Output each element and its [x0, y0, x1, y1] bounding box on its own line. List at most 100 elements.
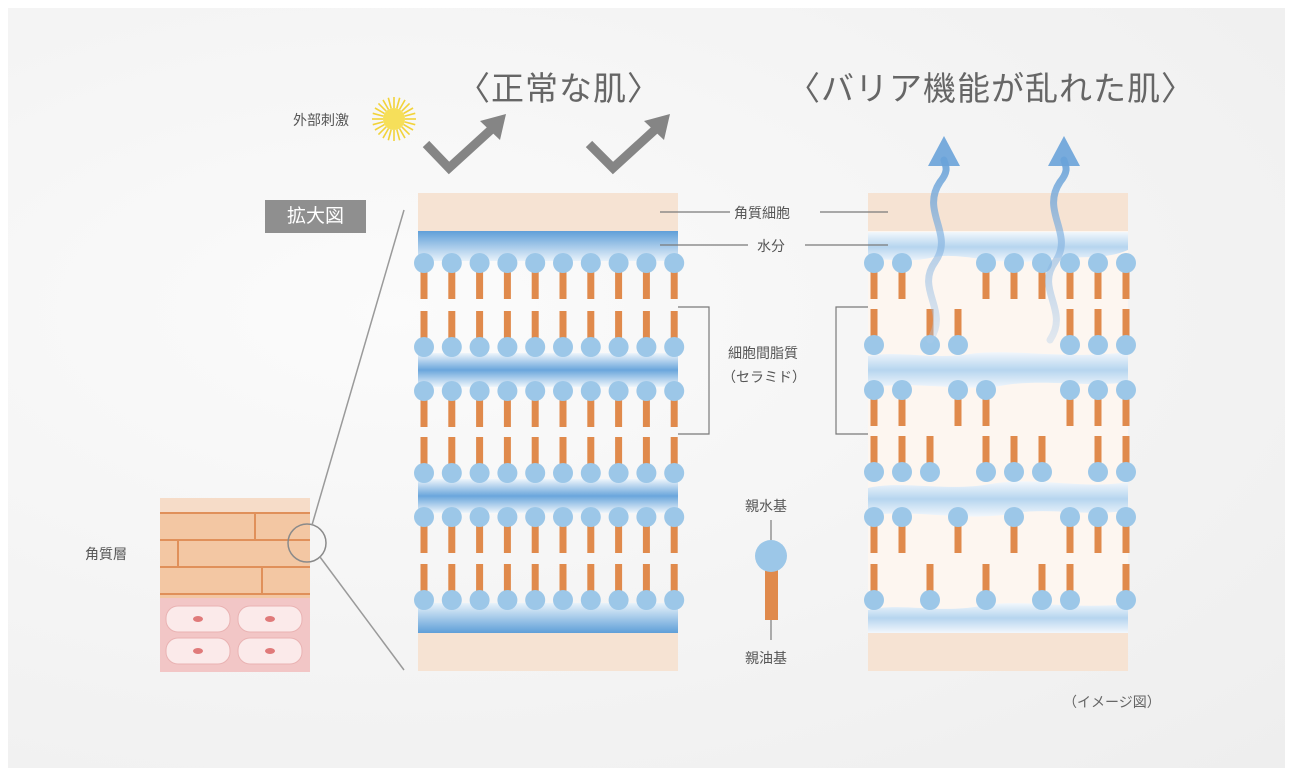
- lipid-molecule: [553, 507, 573, 553]
- lipid-molecule: [469, 507, 490, 553]
- lipid-molecule: [497, 564, 518, 610]
- lipid-molecule: [664, 311, 685, 357]
- normal-skin-panel: [414, 193, 685, 671]
- water-band: [868, 481, 1128, 517]
- label-moisture: 水分: [757, 239, 785, 255]
- lipid-molecule: [1004, 507, 1024, 553]
- lipid-molecule: [441, 311, 462, 357]
- lipid-molecule: [414, 437, 434, 483]
- stratum-corneum-inset: [160, 209, 405, 672]
- lipid-molecule: [948, 380, 968, 426]
- lipid-molecule: [1032, 253, 1052, 299]
- lipid-molecule: [580, 437, 601, 483]
- lipid-molecule: [1116, 507, 1136, 553]
- lipid-molecule: [497, 437, 518, 483]
- lipid-molecule: [1116, 564, 1136, 610]
- lipid-molecule: [636, 381, 657, 427]
- lipid-molecule: [920, 309, 940, 355]
- label-corneocyte: 角質細胞: [734, 206, 790, 222]
- lipid-molecule: [1060, 564, 1080, 610]
- deflect-arrow-heads: [480, 114, 670, 140]
- label-hydrophilic: 親水基: [745, 499, 787, 515]
- deflect-arrow-icon: [422, 122, 663, 175]
- lipid-molecule: [414, 381, 434, 427]
- lipid-molecule: [469, 564, 490, 610]
- lipid-molecule: [497, 311, 518, 357]
- lipid-molecule: [608, 381, 629, 427]
- lipid-molecule: [1060, 507, 1080, 553]
- lipid-molecule: [469, 381, 490, 427]
- lipid-molecule: [497, 381, 518, 427]
- lipid-molecule: [664, 564, 685, 610]
- lipid-molecule: [608, 564, 629, 610]
- lipid-molecule: [441, 381, 462, 427]
- lipid-molecule: [948, 309, 968, 355]
- living-cells: [165, 605, 303, 665]
- lipid-molecule: [664, 507, 685, 553]
- lipid-molecule: [892, 507, 912, 553]
- lipid-molecule: [469, 437, 490, 483]
- lipid-molecule: [864, 253, 884, 299]
- lipid-molecule: [441, 507, 462, 553]
- lipid-molecule: [525, 253, 546, 299]
- lipid-molecule: [864, 564, 884, 610]
- lipid-molecule: [1116, 380, 1136, 426]
- lipid-molecule: [553, 437, 573, 483]
- lipid-molecule: [553, 311, 573, 357]
- lipid-molecule: [414, 507, 434, 553]
- callout-lines: [660, 211, 888, 640]
- lipid-molecule: [580, 507, 601, 553]
- lipid-molecule: [608, 437, 629, 483]
- lipid-molecule: [1060, 309, 1080, 355]
- lipid-molecule: [976, 253, 996, 299]
- lipid-molecule: [920, 564, 940, 610]
- lipid-molecule: [636, 253, 657, 299]
- lipid-molecule: [1088, 309, 1108, 355]
- lipid-molecule: [864, 436, 884, 482]
- lipid-molecule: [580, 564, 601, 610]
- lipid-molecule: [553, 253, 573, 299]
- lipid-molecule: [525, 311, 546, 357]
- lipid-molecule: [469, 253, 490, 299]
- title-damaged-skin: 〈バリア機能が乱れた肌〉: [787, 69, 1195, 108]
- lipid-molecule: [636, 437, 657, 483]
- title-normal-skin: 〈正常な肌〉: [457, 69, 661, 108]
- lipid-molecule: [553, 381, 573, 427]
- lipid-molecule: [580, 311, 601, 357]
- lipid-molecule: [1116, 436, 1136, 482]
- lipid-molecule: [636, 311, 657, 357]
- lipid-molecule: [664, 437, 685, 483]
- lipid-molecule: [414, 311, 434, 357]
- corneocyte-bottom: [868, 633, 1128, 671]
- water-band: [868, 352, 1128, 388]
- water-band: [868, 603, 1128, 633]
- water-band: [418, 353, 678, 387]
- lipid-molecule: [1004, 436, 1024, 482]
- lipid-molecule: [1088, 380, 1108, 426]
- label-lipophilic: 親油基: [745, 651, 787, 667]
- damaged-skin-panel: [864, 136, 1136, 671]
- sun-icon: [372, 97, 416, 141]
- wavy-up-arrow-icon: [925, 156, 1070, 344]
- lipid-molecule: [920, 436, 940, 482]
- lipid-molecule: [1032, 564, 1052, 610]
- lipid-molecule: [1116, 253, 1136, 299]
- wavy-up-arrow-heads: [928, 136, 1080, 166]
- zoom-line-bottom: [319, 556, 405, 671]
- lipid-molecule: [553, 564, 573, 610]
- label-image-note: （イメージ図）: [1063, 695, 1161, 711]
- lipid-molecule: [892, 380, 912, 426]
- lipid-molecule: [892, 253, 912, 299]
- label-ceramide: （セラミド）: [722, 370, 806, 386]
- lipid-molecule: [664, 253, 685, 299]
- water-band: [418, 603, 678, 633]
- lipid-molecule: [441, 253, 462, 299]
- lipid-molecule: [469, 311, 490, 357]
- lipid-molecule: [580, 253, 601, 299]
- magnify-circle: [287, 523, 327, 563]
- lipid-molecule: [441, 564, 462, 610]
- lipid-molecule: [976, 380, 996, 426]
- zoom-line-top: [311, 209, 405, 526]
